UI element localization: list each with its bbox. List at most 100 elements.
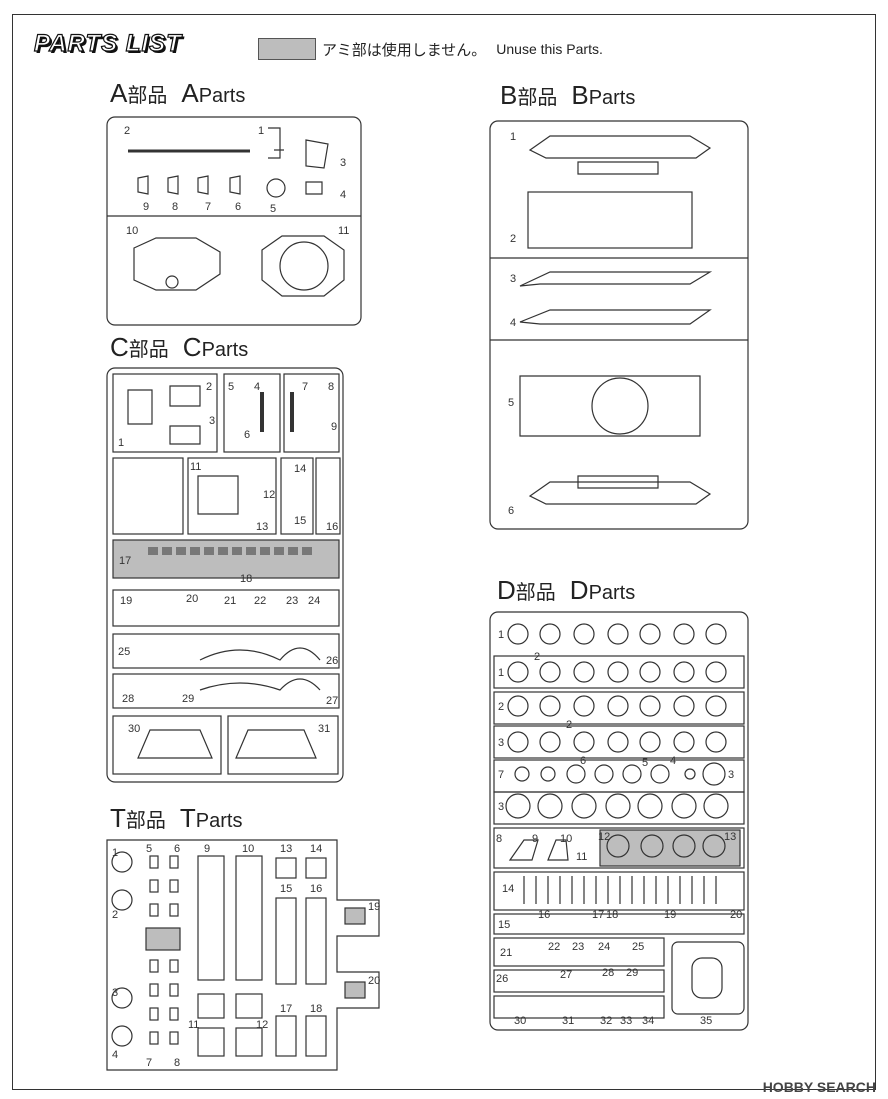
svg-text:13: 13 <box>280 843 292 855</box>
svg-text:1: 1 <box>258 125 264 137</box>
svg-text:8: 8 <box>172 201 178 213</box>
section-c-jp: 部品 <box>128 339 169 361</box>
part-t9 <box>197 855 225 981</box>
section-t-en-letter: T <box>179 803 196 833</box>
svg-text:32: 32 <box>600 1015 612 1027</box>
part-t18 <box>305 1015 327 1057</box>
svg-text:2: 2 <box>124 125 130 137</box>
svg-text:16: 16 <box>326 521 338 533</box>
sprue-b-frame <box>489 120 749 530</box>
part-t10 <box>235 855 263 981</box>
svg-text:6: 6 <box>580 755 586 767</box>
svg-text:21: 21 <box>500 947 512 959</box>
svg-text:15: 15 <box>294 515 306 527</box>
svg-text:3: 3 <box>340 157 346 169</box>
part-t16 <box>305 897 327 985</box>
section-d-letter: D <box>497 575 516 605</box>
svg-text:24: 24 <box>308 595 320 607</box>
svg-text:9: 9 <box>532 833 538 845</box>
part-t4 <box>111 1025 133 1047</box>
svg-text:6: 6 <box>508 505 514 517</box>
svg-text:7: 7 <box>302 381 308 393</box>
part-a11-ring <box>279 241 329 291</box>
svg-text:19: 19 <box>368 901 380 913</box>
section-d-en: Parts <box>588 582 636 604</box>
part-b1-detail <box>577 161 659 175</box>
part-t12 <box>235 1027 263 1057</box>
c-box-31 <box>227 715 339 775</box>
svg-text:27: 27 <box>326 695 338 707</box>
svg-text:3: 3 <box>728 769 734 781</box>
part-t13 <box>275 857 297 879</box>
part-d35 <box>691 957 723 999</box>
part-t3 <box>111 987 133 1009</box>
svg-text:6: 6 <box>244 429 250 441</box>
d-box-15-20 <box>493 913 745 935</box>
part-a10-hole <box>165 275 179 289</box>
part-t14 <box>305 857 327 879</box>
d-box-35 <box>671 941 745 1015</box>
section-c-letter: C <box>110 332 129 362</box>
unused-swatch <box>258 38 316 60</box>
part-a1 <box>268 127 284 159</box>
c-box-19-24 <box>112 589 340 627</box>
legend-jp: アミ部は使用しません。 <box>322 41 487 59</box>
part-b6 <box>528 481 712 505</box>
svg-text:11: 11 <box>190 461 201 473</box>
section-a-en: Parts <box>198 85 246 107</box>
svg-text:17: 17 <box>119 555 131 567</box>
svg-text:31: 31 <box>562 1015 574 1027</box>
svg-text:2: 2 <box>112 909 118 921</box>
svg-text:35: 35 <box>700 1015 712 1027</box>
svg-text:12: 12 <box>256 1019 268 1031</box>
svg-text:3: 3 <box>510 273 516 285</box>
c-box-30 <box>112 715 222 775</box>
svg-text:27: 27 <box>560 969 572 981</box>
sprue-a-frame <box>106 116 362 326</box>
svg-text:8: 8 <box>328 381 334 393</box>
svg-text:20: 20 <box>730 909 742 921</box>
section-b-en-letter: B <box>571 80 589 110</box>
d-box-8-13 <box>493 827 745 869</box>
svg-text:29: 29 <box>626 967 638 979</box>
part-b5 <box>519 375 701 437</box>
svg-text:31: 31 <box>318 723 330 735</box>
svg-text:20: 20 <box>368 975 380 987</box>
part-t15 <box>275 897 297 985</box>
svg-text:8: 8 <box>174 1057 180 1069</box>
d-box-21-25 <box>493 937 665 967</box>
part-t11a <box>197 993 225 1019</box>
svg-text:5: 5 <box>270 203 276 215</box>
svg-text:2: 2 <box>510 233 516 245</box>
svg-text:16: 16 <box>310 883 322 895</box>
section-t-jp: 部品 <box>125 810 166 832</box>
svg-text:33: 33 <box>620 1015 632 1027</box>
svg-text:14: 14 <box>310 843 322 855</box>
svg-text:6: 6 <box>174 843 180 855</box>
parts-c1-c3 <box>127 385 201 445</box>
svg-text:15: 15 <box>280 883 292 895</box>
svg-text:2: 2 <box>498 701 504 713</box>
parts-list-logo: PARTS LIST <box>33 29 182 57</box>
c-box-6 <box>280 457 314 535</box>
c-box-25-26 <box>112 633 340 669</box>
svg-text:12: 12 <box>263 489 275 501</box>
sprue-c-frame <box>106 367 344 783</box>
part-t1 <box>111 851 133 873</box>
svg-text:5: 5 <box>228 381 234 393</box>
svg-text:11: 11 <box>576 851 587 863</box>
section-t-letter: T <box>110 803 126 833</box>
section-c-en-letter: C <box>182 332 202 362</box>
figures-c4-c7 <box>260 392 294 432</box>
svg-text:10: 10 <box>126 225 138 237</box>
svg-text:1: 1 <box>118 437 124 449</box>
svg-text:7: 7 <box>146 1057 152 1069</box>
svg-text:34: 34 <box>642 1015 654 1027</box>
svg-text:28: 28 <box>602 967 614 979</box>
part-b4 <box>519 309 712 325</box>
